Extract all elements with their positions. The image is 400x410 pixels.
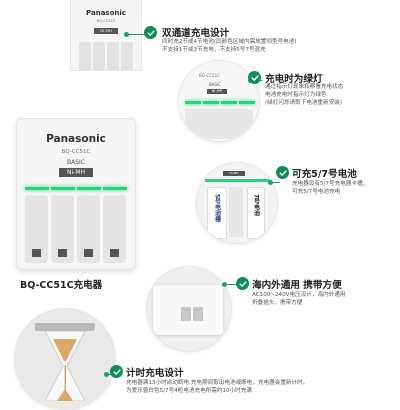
led-closeup-image: BQ-CC51C BASIC Ni-MH — [178, 60, 260, 142]
model-label: BQ-CC51C — [96, 19, 116, 23]
product-caption: BQ-CC51C充电器 — [20, 280, 103, 291]
type-badge: Ni-MH — [59, 168, 93, 177]
feature-title: 双通道充电设计 — [162, 28, 230, 39]
hourglass-image — [14, 308, 116, 410]
type-badge: Ni-MH — [94, 28, 118, 34]
charger-thumbnail-top: Panasonic BQ-CC51C Ni-MH — [70, 0, 142, 71]
plug-closeup-image — [146, 266, 232, 352]
connector-dot — [268, 180, 273, 185]
connector-line — [226, 284, 236, 285]
led-indicator — [51, 187, 75, 190]
connector-dot — [222, 282, 227, 287]
feature-title: 海内外通用 携带方便 — [252, 280, 342, 291]
feature-title: 计时充电设计 — [126, 368, 184, 379]
brand-label: Panasonic — [46, 133, 106, 145]
led-indicator — [103, 187, 127, 190]
battery-slots — [25, 195, 127, 263]
brand-label: Panasonic — [86, 9, 126, 17]
feature-desc: 同时充2节或4节电池(同颜色区域内需放置同型号电池) 不支持1节或3节充电，不支… — [162, 39, 297, 54]
check-icon — [144, 26, 157, 39]
grade-label: BASIC — [67, 159, 85, 166]
connector-line — [272, 182, 280, 183]
feature-desc: 通过指示灯现象和察看充电状态 电池充电时指示灯为绿色 (绿灯闪烁请取下电池重新安… — [265, 84, 344, 107]
led-indicator — [25, 187, 49, 190]
check-icon — [110, 365, 123, 378]
feature-desc: AC100~240V电压设计，海内外通用 折叠插头，携带方便 — [252, 292, 346, 307]
model-label: BQ-CC51C — [61, 149, 91, 155]
check-icon — [248, 71, 261, 84]
feature-desc: 充电器满13小时自动断电,充电期间取出电池或断电，充电器会重新计时。 为爱乐普白… — [126, 380, 309, 395]
charger-main-image: Panasonic BQ-CC51C BASIC Ni-MH — [16, 118, 136, 270]
feature-title: 可充5/7号电池 — [292, 169, 357, 180]
connector-line — [128, 34, 146, 35]
check-icon — [276, 166, 289, 179]
battery-closeup-image: Ni-MH 5号电池槽 7号电池 — [196, 162, 278, 244]
connector-dot — [124, 32, 129, 37]
check-icon — [236, 277, 249, 290]
feature-title: 充电时为绿灯 — [265, 74, 323, 85]
connector-dot — [104, 372, 109, 377]
led-indicator — [77, 187, 101, 190]
battery-slots — [79, 42, 133, 70]
feature-desc: 充电器设有5/7号充电器卡槽， 可充5/7号电池充电 — [292, 181, 369, 196]
